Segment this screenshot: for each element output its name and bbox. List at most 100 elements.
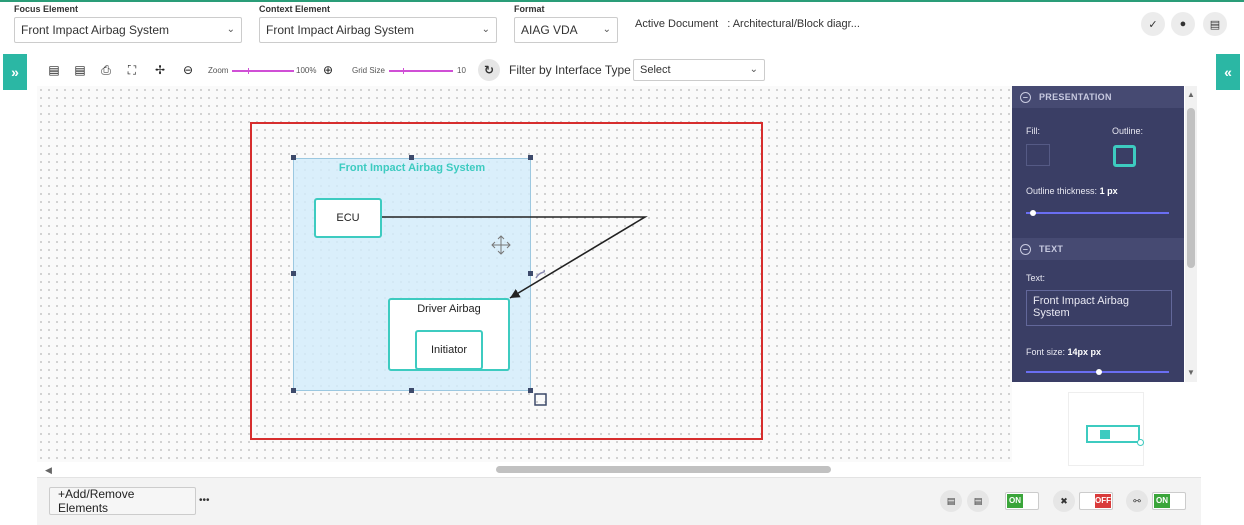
focus-element-select[interactable]: Front Impact Airbag System ⌄ [14,17,242,43]
grid-size-slider-knob[interactable] [403,68,404,74]
resize-handle[interactable] [291,388,296,393]
scroll-left-icon[interactable]: ◀ [45,465,52,475]
minimap-element [1100,430,1110,439]
outline-thickness: Outline thickness: 1 px [1026,186,1118,196]
zoom-label: Zoom [208,66,229,75]
font-size-value: 14px px [1067,347,1102,357]
zoom-in-icon[interactable]: ⊕ [322,63,334,77]
chevron-down-icon: ⌄ [481,24,490,35]
text-input[interactable]: Front Impact Airbag System [1026,290,1172,326]
focus-element-value: Front Impact Airbag System [21,23,170,37]
ecu-block[interactable]: ECU [314,198,382,238]
expand-right-icon: « [1224,64,1232,80]
vector-icon[interactable]: ✓ [1141,12,1165,36]
print-icon[interactable]: ⎙ [101,63,111,77]
toggle-two[interactable]: OFF [1079,492,1113,510]
expand-left-icon: » [11,64,19,80]
zoom-slider-knob[interactable] [248,68,249,74]
minimap[interactable] [1068,392,1144,466]
driver-airbag-label: Driver Airbag [417,303,481,315]
tools-icon[interactable]: ✖ [1053,490,1075,512]
chart-icon[interactable]: ▤ [1203,12,1227,36]
active-document-value: : Architectural/Block diagr... [727,18,860,30]
fit-screen-icon[interactable]: ⛶ [127,63,137,77]
format-value: AIAG VDA [521,23,578,37]
grid-size-label: Grid Size [352,66,385,75]
expand-left-button[interactable]: » [3,54,27,90]
chevron-down-icon: ⌄ [226,24,235,35]
toggle-one-state: ON [1007,494,1023,508]
minimap-handle[interactable] [1137,439,1144,446]
chevron-down-icon: ⌄ [602,24,611,35]
system-block-title: Front Impact Airbag System [338,162,486,174]
resize-handle[interactable] [409,388,414,393]
toggle-three[interactable]: ON [1152,492,1186,510]
export-svg-icon[interactable]: ▤ [48,63,60,77]
document-alt-icon[interactable]: ▤ [967,490,989,512]
outline-thickness-label: Outline thickness: [1026,186,1098,196]
add-remove-elements-button[interactable]: +Add/Remove Elements [49,487,196,515]
grid-size-slider[interactable] [389,70,453,72]
text-label: Text: [1026,273,1046,283]
export-png-icon[interactable]: ▤ [74,63,86,77]
grid-size-value: 10 [457,66,466,75]
water-drop-icon[interactable]: ● [1171,12,1195,36]
unlink-icon[interactable]: ⚯ [1126,490,1148,512]
zoom-out-icon[interactable]: ⊖ [182,63,194,77]
zoom-slider[interactable] [232,70,294,72]
horizontal-scrollbar[interactable]: ◀ [37,463,1012,475]
expand-right-button[interactable]: « [1216,54,1240,90]
add-remove-elements-label: +Add/Remove Elements [58,487,135,515]
active-document: Active Document : Architectural/Block di… [635,18,860,30]
font-size: Font size: 14px px [1026,347,1101,357]
top-accent-line [0,0,1244,2]
initiator-block[interactable]: Initiator [415,330,483,370]
resize-handle[interactable] [528,271,533,276]
resize-handle[interactable] [528,155,533,160]
panel-scroll-thumb[interactable] [1187,108,1195,268]
resize-handle[interactable] [409,155,414,160]
scroll-up-icon[interactable]: ▲ [1187,90,1195,99]
font-size-label: Font size: [1026,347,1066,357]
horizontal-scroll-thumb[interactable] [496,466,831,473]
format-label: Format [514,4,545,14]
active-document-label: Active Document [635,18,719,30]
document-icon[interactable]: ▤ [940,490,962,512]
fill-color-swatch[interactable] [1026,144,1050,166]
properties-panel: – PRESENTATION Fill: Outline: Outline th… [1012,86,1184,382]
resize-handle[interactable] [528,388,533,393]
fullscreen-icon[interactable]: ✢ [154,63,166,77]
outline-thickness-knob[interactable] [1030,210,1036,216]
toggle-three-state: ON [1154,494,1170,508]
fill-label: Fill: [1026,126,1040,136]
more-options-button[interactable]: ••• [199,495,210,506]
toggle-one[interactable]: ON [1005,492,1039,510]
filter-label: Filter by Interface Type [509,63,631,77]
focus-element-label: Focus Element [14,4,79,14]
outline-thickness-slider[interactable] [1026,212,1169,214]
link-handle-icon[interactable] [535,269,546,279]
refresh-button[interactable]: ↻ [478,59,500,81]
ecu-to-airbag-connector[interactable] [382,216,648,299]
resize-handle[interactable] [291,155,296,160]
text-section-header[interactable]: – TEXT [1012,238,1184,260]
filter-value: Select [640,64,671,76]
presentation-section-header[interactable]: – PRESENTATION [1012,86,1184,108]
context-element-label: Context Element [259,4,331,14]
font-size-knob[interactable] [1096,369,1102,375]
selection-frame [250,122,763,440]
chevron-down-icon: ⌄ [749,64,758,75]
toggle-two-state: OFF [1095,494,1111,508]
filter-select[interactable]: Select ⌄ [633,59,765,81]
move-cursor-icon [491,235,511,255]
context-element-select[interactable]: Front Impact Airbag System ⌄ [259,17,497,43]
resize-corner-icon[interactable] [534,393,547,406]
outline-color-swatch[interactable] [1113,145,1136,167]
format-select[interactable]: AIAG VDA ⌄ [514,17,618,43]
scroll-down-icon[interactable]: ▼ [1187,368,1195,377]
minimap-viewport[interactable] [1086,425,1140,443]
panel-scrollbar[interactable]: ▲ ▼ [1185,86,1197,382]
resize-handle[interactable] [291,271,296,276]
ecu-label: ECU [336,212,360,224]
